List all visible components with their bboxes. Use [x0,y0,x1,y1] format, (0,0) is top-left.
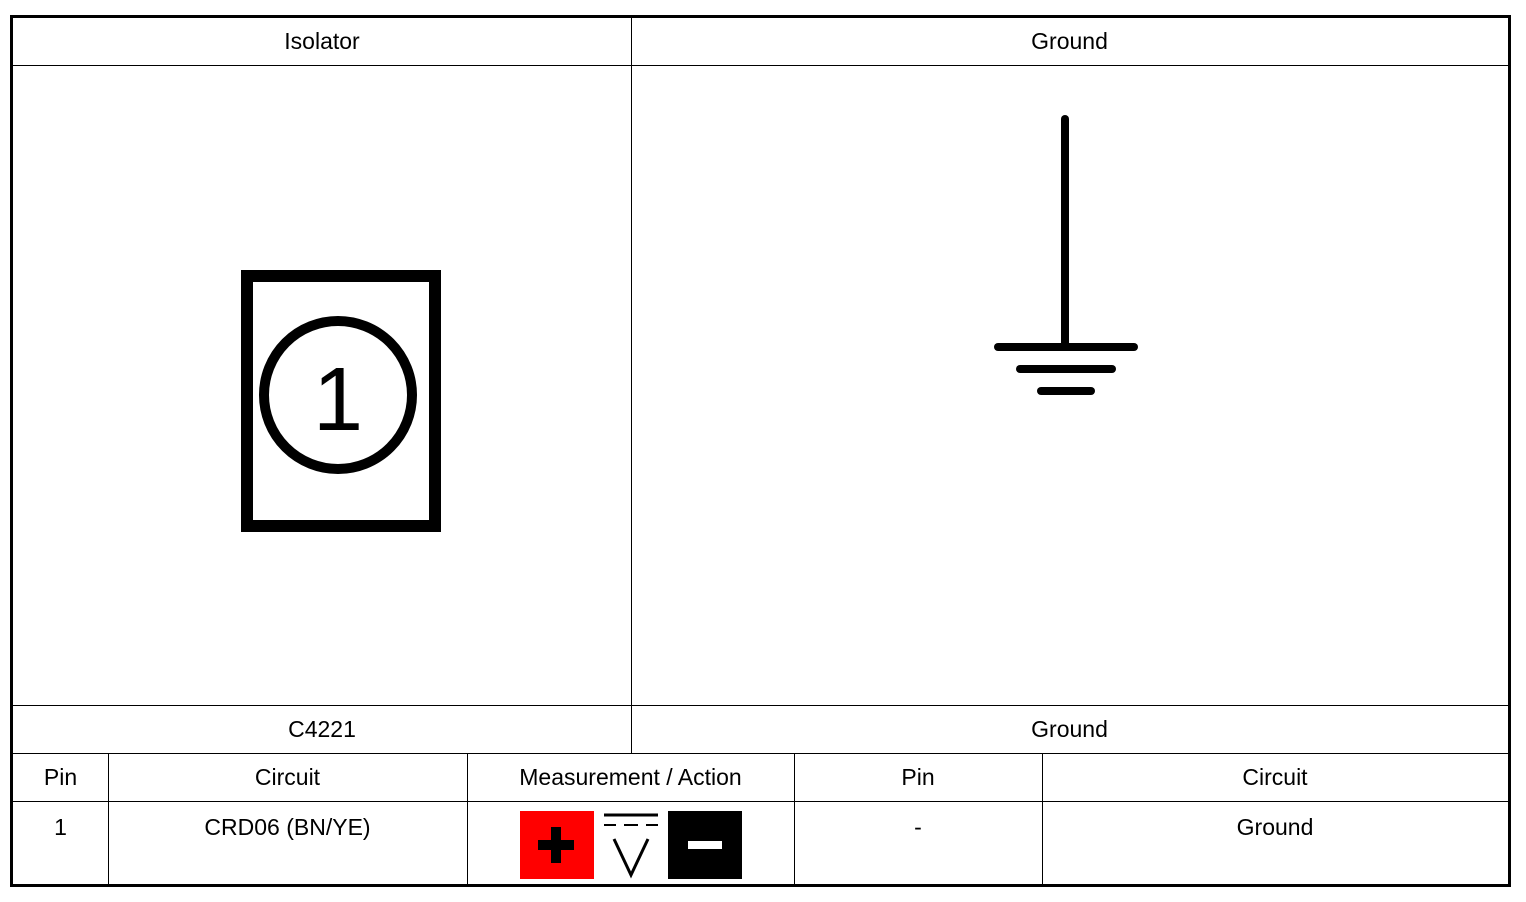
row-pin-2: - [914,814,922,840]
row-circuit-2: Ground [1236,814,1314,840]
positive-probe-icon [519,811,594,879]
col-divider-3 [794,754,795,884]
col-header-pin: Pin [43,764,78,790]
col-divider-4 [1042,754,1043,884]
row-pin: 1 [54,814,67,840]
header-divider [13,65,1508,66]
col-header-circuit: Circuit [254,764,321,790]
table-row-divider [13,801,1508,802]
pane-divider [631,18,632,753]
col-header-measurement: Measurement / Action [519,764,742,790]
row-measurement [467,802,794,884]
table-header-divider-top [13,753,1508,754]
isolator-title: Isolator [284,28,360,54]
pin-number-text: 1 [313,350,363,450]
connector-id-label: C4221 [288,716,356,742]
connector-icon: 1 [241,270,441,532]
diagram-frame: Isolator Ground 1 C4221 Ground Pin Circu… [10,15,1511,887]
col-header-pin-2: Pin [901,764,935,790]
dc-voltage-icon [603,813,658,879]
row-circuit: CRD06 (BN/YE) [204,814,371,840]
footer-divider-top [13,705,1508,706]
col-header-circuit-2: Circuit [1242,764,1308,790]
ground-icon [994,115,1138,395]
ground-label: Ground [1031,716,1108,742]
negative-probe-icon [667,811,742,879]
col-divider-1 [108,754,109,884]
col-divider-2 [467,754,468,884]
connector-face: 1 [241,270,443,534]
ground-title: Ground [1031,28,1108,54]
ground-symbol [988,115,1138,400]
